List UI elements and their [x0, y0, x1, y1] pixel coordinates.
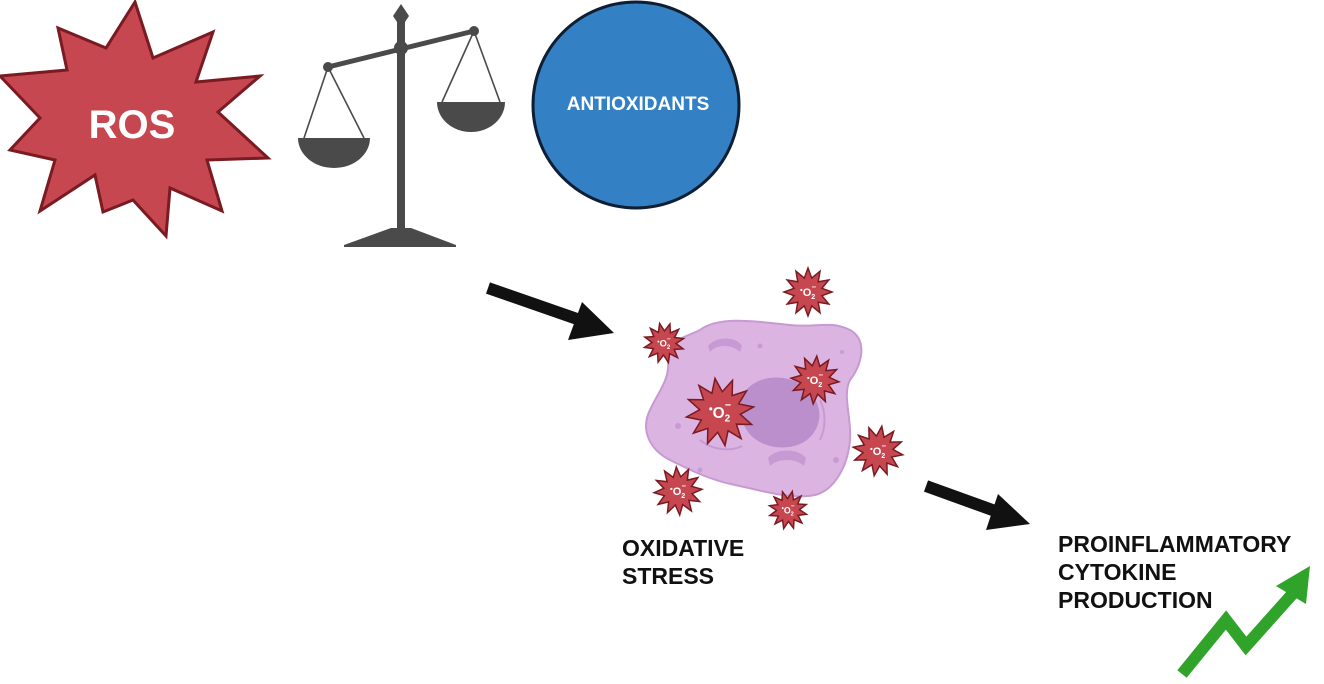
superoxide-burst-shape: [851, 424, 905, 478]
mitochondrion-icon: [768, 450, 806, 466]
vesicle-icon: [697, 467, 703, 473]
superoxide-label: •O2−: [657, 336, 671, 351]
superoxide-burst: •O2−: [642, 321, 686, 365]
arrow-to-oxidative-stress: [486, 282, 614, 340]
oxidative-stress-label: OXIDATIVE STRESS: [622, 534, 744, 590]
superoxide-burst-shape: [767, 489, 809, 531]
superoxide-label: •O2−: [709, 400, 731, 425]
vesicle-icon: [833, 457, 839, 463]
superoxide-burst: •O2−: [851, 424, 905, 478]
antioxidants-label: ANTIOXIDANTS: [567, 94, 710, 115]
vesicle-icon: [757, 343, 763, 349]
mitochondrion-icon: [708, 338, 742, 352]
trend-up-head: [1276, 566, 1310, 604]
oxidative-stress-line-2: STRESS: [622, 563, 715, 589]
vesicle-icon: [675, 423, 681, 429]
superoxide-burst: •O2−: [788, 353, 842, 407]
superoxide-burst: •O2−: [684, 376, 756, 448]
antioxidants-circle-shape: [531, 0, 741, 210]
superoxide-burst: •O2−: [781, 265, 835, 319]
superoxide-label: •O2−: [670, 482, 686, 500]
superoxide-burst: •O2−: [651, 464, 705, 518]
superoxide-burst-shape: [651, 464, 705, 518]
vesicle-icon: [840, 350, 844, 354]
ros-burst: ROS: [0, 0, 272, 240]
cytokine-line-3: PRODUCTION: [1058, 587, 1213, 613]
superoxide-label: •O2−: [800, 283, 816, 301]
antioxidants-circle: ANTIOXIDANTS: [531, 0, 741, 210]
superoxide-label: •O2−: [807, 371, 823, 389]
cytokine-production-label: PROINFLAMMATORY CYTOKINE PRODUCTION: [1058, 530, 1291, 614]
superoxide-burst-shape: [684, 376, 756, 448]
organelle-line: [699, 439, 743, 451]
superoxide-burst-shape: [781, 265, 835, 319]
oxidative-stress-line-1: OXIDATIVE: [622, 535, 745, 561]
superoxide-burst: •O2−: [767, 489, 809, 531]
superoxide-burst-shape: [788, 353, 842, 407]
superoxide-burst-shape: [642, 321, 686, 365]
arrow-to-cytokine: [923, 480, 1030, 530]
superoxide-label: •O2−: [782, 503, 795, 518]
ros-burst-shape: [0, 0, 272, 240]
cytokine-line-1: PROINFLAMMATORY: [1058, 531, 1292, 557]
trend-up-line: [1177, 586, 1301, 678]
balance-scale-icon: [298, 4, 505, 247]
cell-nucleus: [740, 377, 820, 448]
organelle-line: [819, 399, 826, 441]
cytokine-line-2: CYTOKINE: [1058, 559, 1177, 585]
trend-up-arrow-icon: [1177, 566, 1310, 678]
superoxide-label: •O2−: [870, 442, 886, 460]
superoxide-bursts: •O2− •O2− •O2− •O2− •O2− •O2− •O2−: [642, 265, 905, 531]
ros-label: ROS: [89, 103, 176, 147]
